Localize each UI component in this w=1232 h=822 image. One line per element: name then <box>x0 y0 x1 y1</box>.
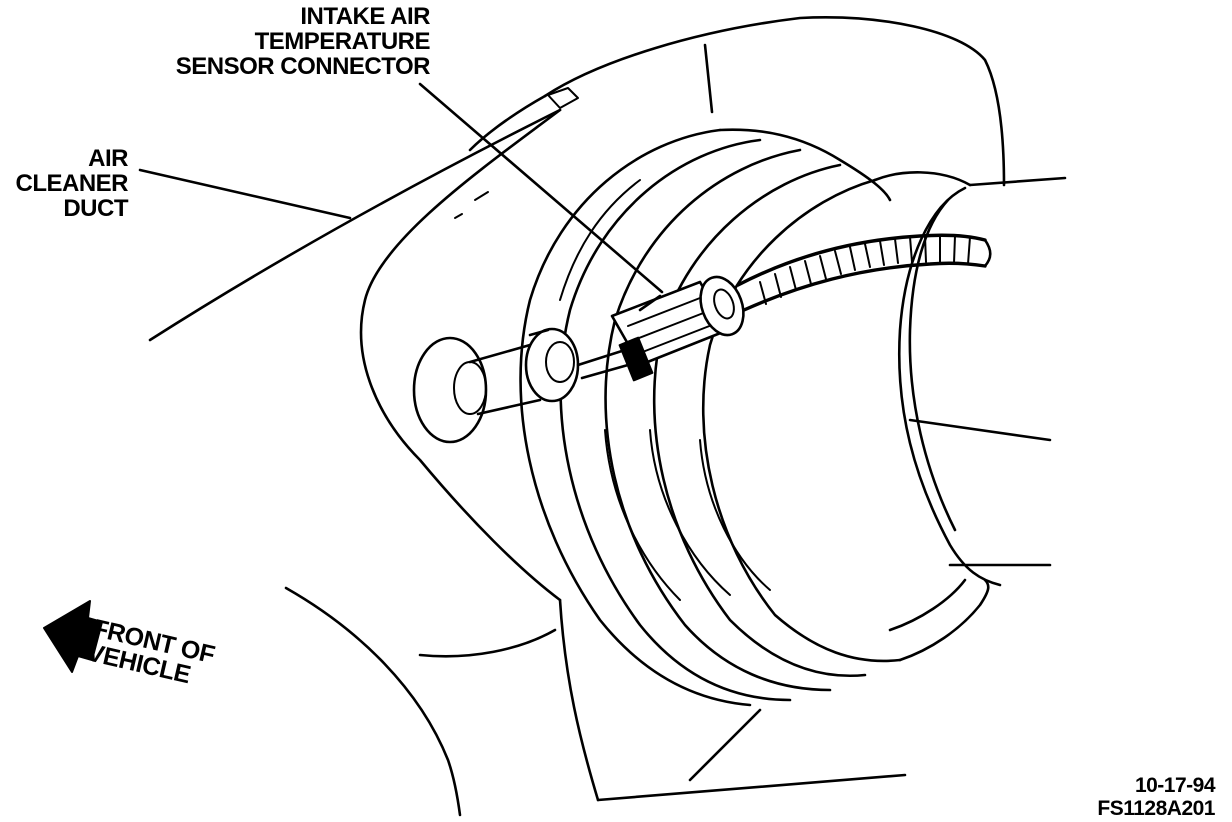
label-line: TEMPERATURE <box>254 28 431 55</box>
figure-date: 10-17-94 <box>1134 774 1216 797</box>
leader-air-cleaner-duct <box>138 168 352 220</box>
leader-lines <box>138 82 664 294</box>
sensor-connector <box>610 275 745 382</box>
label-line: INTAKE AIR <box>300 3 430 30</box>
intake-air-temp-sensor <box>412 327 630 444</box>
label-intake-sensor-connector: INTAKE AIR TEMPERATURE SENSOR CONNECTOR <box>150 3 431 80</box>
leader-intake-sensor <box>418 82 664 294</box>
label-line: CLEANER <box>15 170 128 197</box>
figure-code: FS1128A201 <box>1097 797 1215 820</box>
label-line: DUCT <box>63 195 128 222</box>
label-air-cleaner-duct: AIR CLEANER DUCT <box>0 146 128 221</box>
air-cleaner-housing <box>148 16 1006 817</box>
label-line: SENSOR CONNECTOR <box>175 53 431 80</box>
figure-identifier: 10-17-94 FS1128A201 <box>1060 774 1215 820</box>
label-line: AIR <box>88 145 128 172</box>
wire-harness <box>736 233 992 312</box>
intake-duct-tube <box>873 171 1067 662</box>
duct-bellows <box>519 128 902 707</box>
arrow-left-icon <box>43 600 103 673</box>
